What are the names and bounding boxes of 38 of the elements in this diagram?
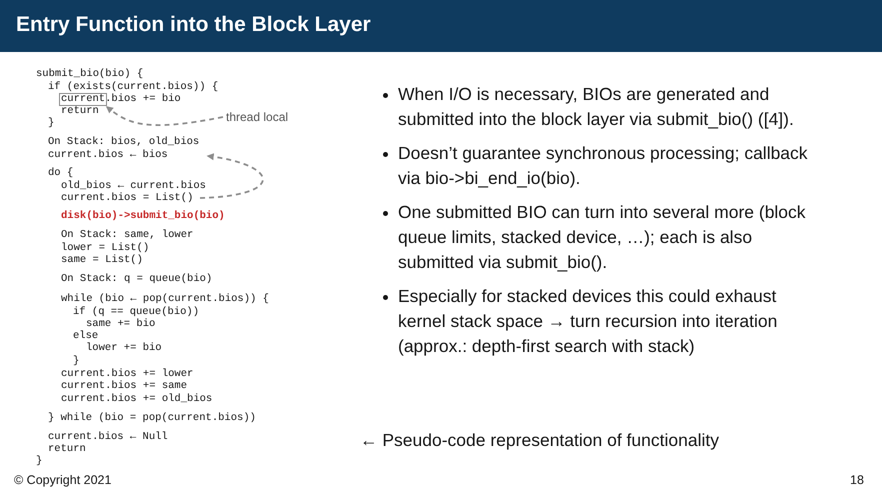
code-line: lower += bio [86, 342, 162, 354]
page-number: 18 [850, 473, 864, 487]
annotation-text: thread local [226, 110, 288, 124]
code-line: disk(bio)->submit_bio(bio) [61, 210, 225, 222]
code-line: } [36, 455, 42, 467]
code-line: On Stack: same, lower [61, 229, 194, 241]
code-line: old_bios ← current.bios [61, 180, 206, 192]
code-line: else [73, 330, 98, 342]
leader-line [106, 106, 224, 126]
code-line: current.bios += lower [61, 368, 194, 380]
code-line: current.bios ← bios [48, 149, 168, 161]
copyright-text: © Copyright 2021 [14, 473, 112, 487]
code-line: } [48, 117, 54, 129]
code-line: } while (bio = pop(current.bios)) [48, 412, 256, 424]
code-line: if (q == queue(bio)) [73, 306, 200, 318]
code-line: return [48, 443, 86, 455]
note-text: ← Pseudo-code representation of functionality [360, 430, 719, 451]
code-line: return [61, 105, 99, 117]
code-line: current.bios += old_bios [61, 393, 212, 405]
bullet-text: Doesn’t guarantee synchronous processing; callback via bio->bi_end_io(bio). [398, 142, 809, 190]
code-line: current.bios += bio [61, 93, 181, 105]
code-line: same += bio [86, 318, 156, 330]
code-line: On Stack: bios, old_bios [48, 136, 200, 148]
code-line: current.bios ← Null [48, 431, 168, 443]
slide-title: Entry Function into the Block Layer [16, 13, 371, 37]
bullet-text: One submitted BIO can turn into several more (block queue limits, stacked device, …); each is also submitted via submit_bio(). [398, 201, 807, 274]
code-line: do { [48, 167, 74, 179]
bullet-text: When I/O is necessary, BIOs are generated and submitted into the block layer via submit_bio() ([4]). [398, 83, 795, 131]
code-line: lower = List() [61, 242, 150, 254]
code-line: if (exists(current.bios)) { [48, 81, 218, 93]
code-line: same = List() [61, 254, 143, 266]
code-line: submit_bio(bio) { [36, 68, 144, 80]
code-line: } [73, 355, 80, 367]
code-line: current.bios = List() [61, 192, 194, 204]
bullet-text: Especially for stacked devices this could exhaust kernel stack space → turn recursion into iteration (approx.: depth-first search with stack) [398, 285, 778, 358]
code-line: while (bio ← pop(current.bios)) { [61, 293, 269, 305]
code-line: On Stack: q = queue(bio) [61, 273, 212, 285]
code-line: current.bios += same [61, 380, 188, 392]
